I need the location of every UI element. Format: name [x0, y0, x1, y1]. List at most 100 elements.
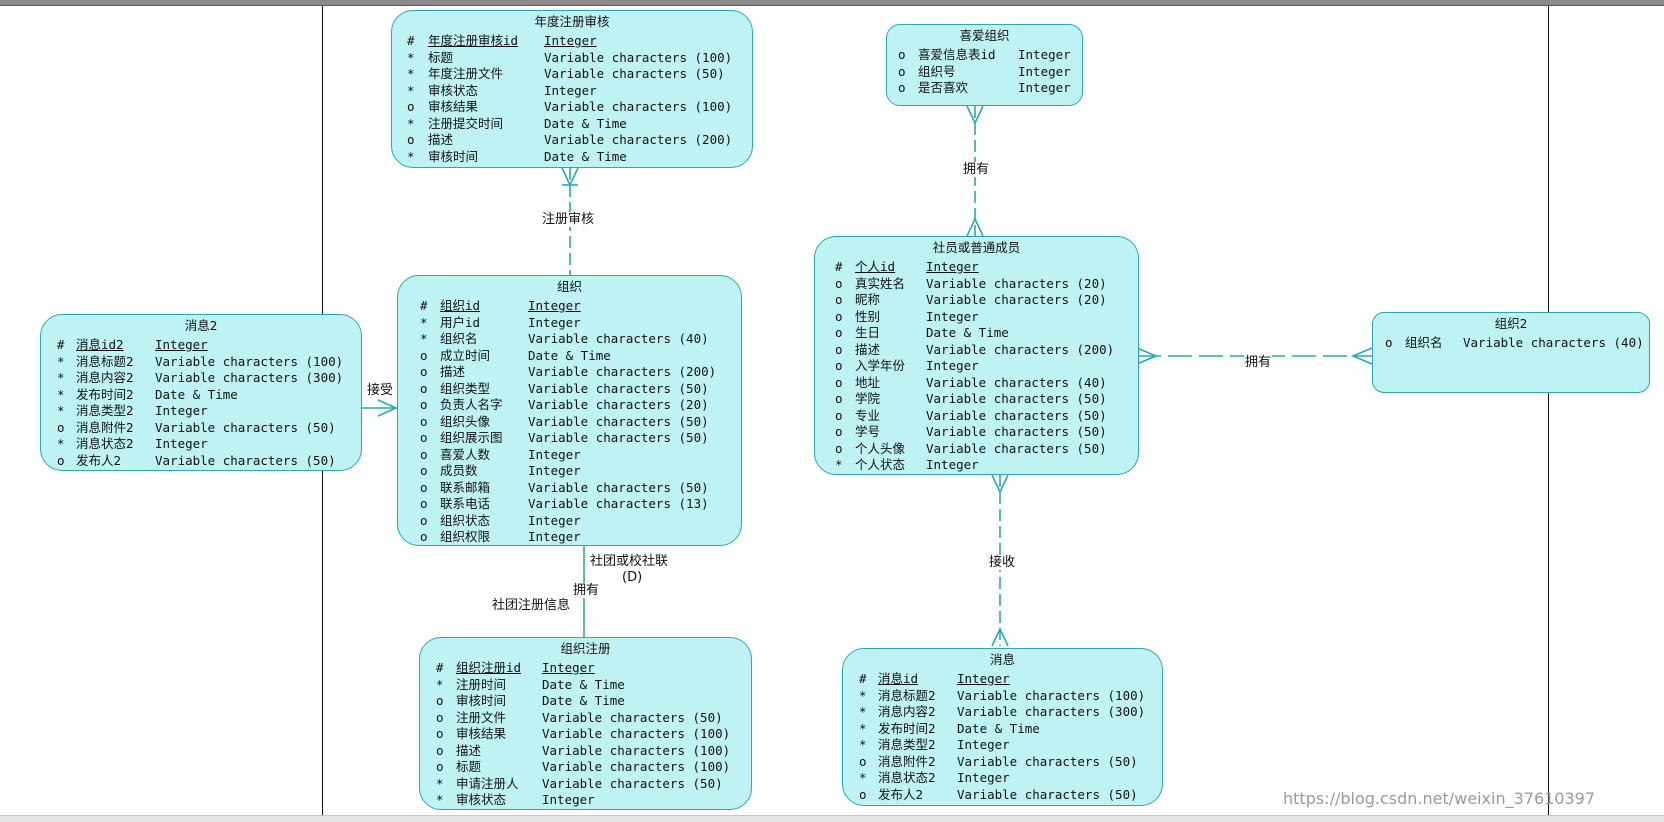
attr-type: Integer [926, 308, 979, 324]
attr-name: 申请注册人 [456, 775, 519, 791]
attr-name: 组织号 [918, 63, 956, 79]
attr-mark: o [835, 374, 843, 390]
attr-name: 消息标题2 [878, 687, 936, 703]
attr-type: Variable characters (40) [1463, 335, 1644, 350]
attr-name: 年度注册文件 [428, 66, 504, 81]
crowfoot-like [966, 105, 984, 125]
attr-mark: * [420, 331, 428, 346]
attr-mark: * [57, 353, 65, 369]
attr-mark: * [436, 792, 444, 807]
attr-mark: o [835, 440, 843, 456]
attr-type: Integer [926, 457, 979, 472]
attr-name: 审核结果 [456, 726, 507, 741]
attr-type: Integer [544, 33, 597, 48]
entity-title: 年度注册审核 [534, 14, 610, 29]
attr-type: Variable characters (20) [926, 275, 1107, 291]
window-top-border [0, 0, 1664, 6]
attr-name: 组织id [440, 298, 481, 313]
attr-mark: * [407, 115, 415, 131]
attr-type: Variable characters (50) [926, 391, 1107, 406]
attr-type: Variable characters (100) [155, 353, 344, 369]
attr-name: 消息类型2 [76, 403, 134, 418]
attr-mark: * [407, 49, 415, 65]
attr-mark: * [57, 386, 65, 402]
attr-type: Integer [1018, 80, 1071, 95]
crowfoot-msg2 [377, 399, 398, 417]
attr-name: 专业 [855, 407, 881, 423]
attr-mark: # [420, 298, 428, 313]
attr-mark: o [835, 391, 843, 406]
attr-name: 消息内容2 [878, 704, 936, 719]
attr-mark: o [859, 786, 867, 802]
attr-mark: o [407, 132, 415, 147]
attr-name: 组织名 [1405, 335, 1443, 350]
attr-mark: * [436, 676, 444, 692]
attr-name: 喜爱人数 [440, 446, 491, 462]
attr-name: 个人状态 [855, 457, 906, 472]
attr-name: 是否喜欢 [918, 80, 969, 95]
attr-name: 标题 [456, 759, 482, 774]
attr-mark: o [57, 419, 65, 435]
attr-type: Date & Time [542, 676, 625, 692]
attr-name: 组织名 [440, 331, 478, 346]
window-bottom-border [0, 815, 1664, 822]
attr-mark: * [407, 148, 415, 164]
attr-type: Variable characters (100) [542, 726, 731, 741]
entity-title: 消息 [989, 652, 1015, 667]
attr-name: 联系电话 [440, 496, 491, 511]
attr-name: 个人id [855, 259, 896, 274]
attr-type: Variable characters (40) [926, 374, 1107, 390]
watermark: https://blog.csdn.net/weixin_37610397 [1283, 789, 1596, 808]
attr-type: Integer [926, 259, 979, 274]
attr-type: Variable characters (200) [544, 132, 733, 147]
attr-name: 描述 [855, 341, 881, 357]
attr-name: 组织状态 [440, 512, 491, 528]
attr-type: Variable characters (50) [528, 479, 709, 495]
attr-mark: * [57, 370, 65, 385]
attr-mark: o [436, 693, 444, 708]
attr-name: 审核时间 [456, 693, 507, 708]
attr-type: Variable characters (50) [926, 440, 1107, 456]
crowfoot-org2 [1350, 347, 1373, 365]
attr-name: 发布时间2 [76, 386, 134, 402]
attr-name: 消息状态2 [878, 770, 936, 785]
entity-title: 喜爱组织 [959, 28, 1010, 43]
rel-label-org-has: 拥有 [572, 583, 601, 598]
attr-type: Variable characters (50) [926, 424, 1107, 439]
attr-type: Variable characters (50) [544, 66, 725, 81]
rel-label-org-role: 社团或校社联 [589, 554, 670, 569]
attr-name: 审核结果 [428, 99, 479, 114]
